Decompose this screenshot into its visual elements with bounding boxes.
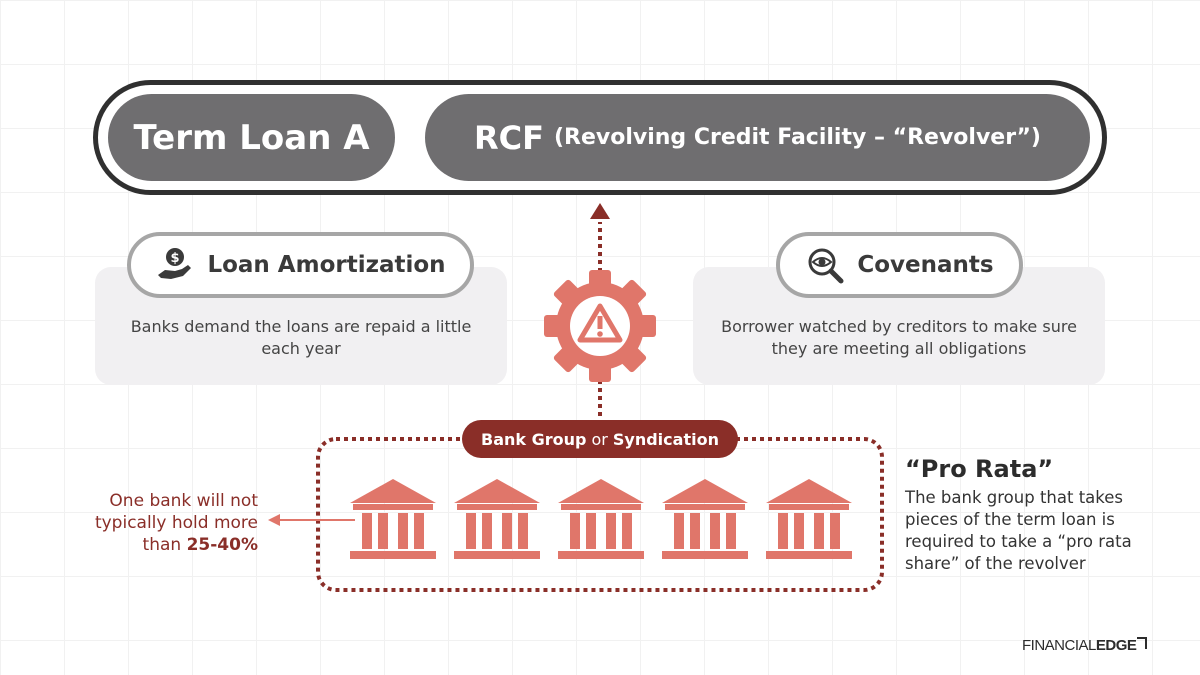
rcf-label: RCF — [473, 118, 544, 157]
bank-icon — [558, 479, 644, 559]
syndication-text: Syndication — [612, 429, 719, 449]
pro-rata-text: The bank group that takes pieces of the … — [905, 488, 1132, 573]
bank-group-label: Bank Group or Syndication — [462, 420, 738, 458]
bank-group-text: Bank Group — [481, 429, 587, 449]
term-loan-pill: Term Loan A — [108, 94, 395, 181]
bank-icon — [766, 479, 852, 559]
brand-name-part1: FINANCIAL — [1022, 637, 1096, 654]
bank-limit-note: One bank will not typically hold more th… — [60, 490, 258, 556]
amortization-title: Loan Amortization — [207, 252, 446, 278]
brand-mark-icon — [1137, 637, 1148, 649]
hand-holding-dollar-icon: $ — [158, 248, 192, 279]
bank-icons-row — [350, 479, 852, 559]
rcf-detail: (Revolving Credit Facility – “Revolver”) — [553, 125, 1041, 150]
magnifier-eye-icon — [808, 248, 844, 284]
svg-text:$: $ — [171, 251, 180, 266]
amortization-text: Banks demand the loans are repaid a litt… — [130, 317, 472, 358]
bank-limit-value: 25-40% — [186, 535, 258, 555]
covenants-text: Borrower watched by creditors to make su… — [721, 317, 1077, 358]
covenants-title: Covenants — [857, 252, 994, 278]
brand-logo: FINANCIALEDGE — [1022, 637, 1148, 654]
bank-icon — [350, 479, 436, 559]
amortization-heading: $ Loan Amortization — [127, 232, 474, 298]
bank-limit-text: One bank will not typically hold more th… — [94, 491, 258, 555]
brand-name-part2: EDGE — [1095, 637, 1137, 654]
bank-group-or: or — [591, 429, 608, 449]
pro-rata-title: “Pro Rata” — [905, 455, 1054, 483]
gear-warning-icon — [544, 270, 656, 382]
covenants-heading: Covenants — [776, 232, 1023, 298]
bank-icon — [662, 479, 748, 559]
rcf-pill: RCF (Revolving Credit Facility – “Revolv… — [425, 94, 1090, 181]
term-loan-label: Term Loan A — [133, 117, 370, 158]
arrow-left-icon — [268, 514, 280, 526]
arrow-up-icon — [590, 203, 610, 219]
bank-icon — [454, 479, 540, 559]
